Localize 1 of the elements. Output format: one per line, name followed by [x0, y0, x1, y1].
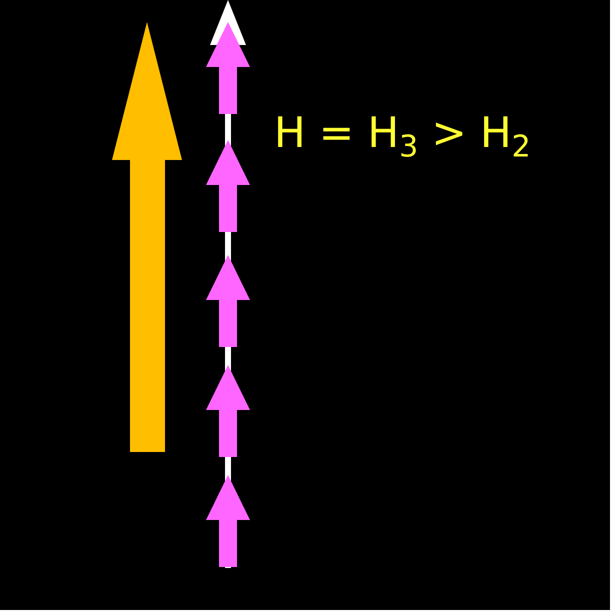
field-equation: H = H$_{3}$ > H$_{2}$ [274, 108, 531, 166]
